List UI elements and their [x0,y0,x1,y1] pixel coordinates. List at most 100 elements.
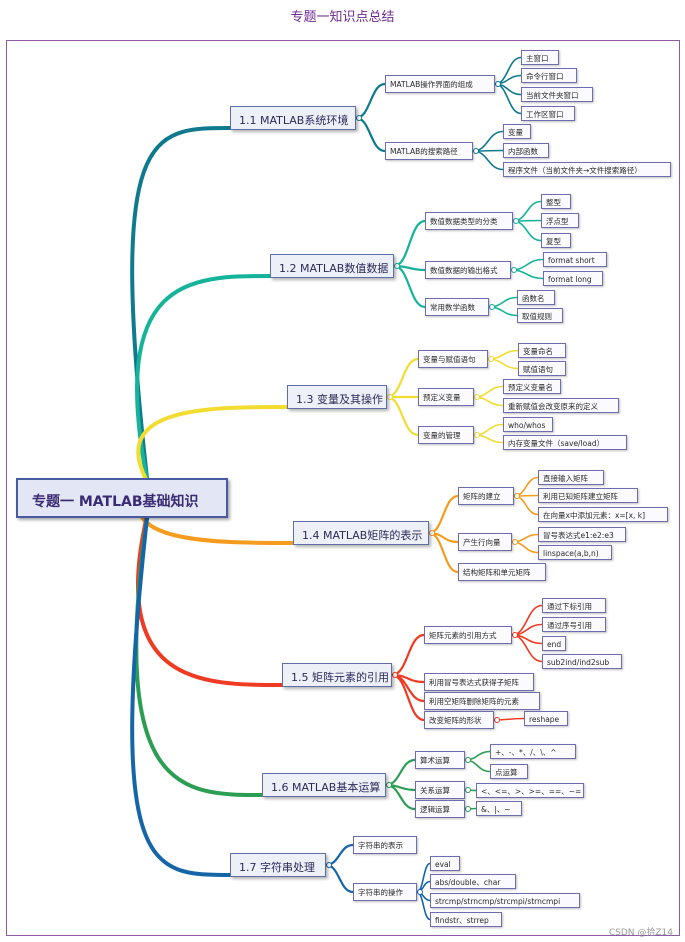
node-s1a1: 主窗口 [521,50,559,65]
node-s6a1: +、-、*、/、\、^ [490,744,576,759]
collapse-handle-s3c[interactable] [474,432,480,438]
connector-s2 [135,274,272,484]
node-s2b: 数值数据的输出格式 [425,261,511,279]
connector-s1b [354,116,387,153]
connector-s7a [324,843,355,867]
node-s1a4: 工作区窗口 [521,106,575,121]
node-s3a: 变量与赋值语句 [418,350,488,368]
watermark: CSDN @拾Z14 [608,928,673,938]
collapse-handle-s5d[interactable] [494,717,500,723]
connector-s2c [392,264,427,309]
collapse-handle-s4b[interactable] [512,539,518,545]
collapse-handle-s7[interactable] [326,862,332,868]
node-s5c: 利用空矩阵删除矩阵的元素 [424,692,540,710]
collapse-handle-s2c[interactable] [489,304,495,310]
connector-s2a1 [512,200,542,222]
node-s6a: 算术运算 [415,751,465,769]
node-s4: 1.4 MATLAB矩阵的表示 [293,521,429,545]
node-s2c: 常用数学函数 [425,298,489,316]
node-s6c: 逻辑运算 [415,800,465,818]
collapse-handle-s4a[interactable] [514,493,520,499]
mindmap-frame [6,40,680,936]
node-s2c2: 取值规则 [517,308,563,323]
node-s5b: 利用冒号表达式获得子矩阵 [424,673,534,691]
node-s5d: 改变矩阵的形状 [424,711,494,729]
connector-s7 [130,512,232,877]
node-s1: 1.1 MATLAB系统环境 [230,106,356,130]
node-s4a1: 直接输入矩阵 [538,470,604,485]
node-s5: 1.5 矩阵元素的引用 [282,663,392,687]
connector-s5a [390,633,426,677]
node-s2a2: 浮点型 [541,213,579,228]
node-s2a3: 复型 [541,233,571,248]
collapse-handle-s7b[interactable] [417,889,423,895]
node-s3a1: 变量命名 [518,343,566,358]
collapse-handle-s6c[interactable] [465,806,471,812]
node-s6b1: <、<=、>、>=、==、~= [476,783,584,798]
node-s1b1: 变量 [503,124,531,139]
node-s4c: 结构矩阵和单元矩阵 [458,563,546,581]
node-s6c1: &、|、~ [476,801,522,816]
collapse-handle-s3[interactable] [387,394,393,400]
collapse-handle-s6b[interactable] [465,787,471,793]
collapse-handle-s2a[interactable] [513,218,519,224]
collapse-handle-s2[interactable] [394,263,400,269]
connector-s1a [354,82,387,120]
collapse-handle-s1a[interactable] [495,81,501,87]
connector-s6a [384,758,417,787]
node-s7: 1.7 字符串处理 [230,853,326,877]
node-s4a3: 在向量x中添加元素：x=[x, k] [538,507,668,522]
collapse-handle-s3b[interactable] [474,394,480,400]
connector-s4a [427,494,460,535]
collapse-handle-s6a[interactable] [465,757,471,763]
node-s5a4: sub2ind/ind2sub [542,654,622,669]
node-s6b: 关系运算 [415,781,465,799]
collapse-handle-s6[interactable] [386,782,392,788]
connector-s2a3 [512,220,542,242]
connector-s3c [385,395,420,437]
node-s2b1: format short [543,252,607,267]
node-s7a: 字符串的表示 [353,836,417,854]
connector-s2a [392,219,427,268]
node-s3c: 变量的管理 [418,426,474,444]
collapse-handle-s2b[interactable] [511,267,517,273]
node-s4a2: 利用已知矩阵建立矩阵 [538,488,638,503]
node-s7b4: findstr、strrep [430,912,502,927]
node-s1b: MATLAB的搜索路径 [385,142,473,160]
node-s7b: 字符串的操作 [353,883,417,901]
node-s3c1: who/whos [503,417,553,432]
node-s2a: 数值数据类型的分类 [425,212,513,230]
node-s3b1: 预定义变量名 [503,379,561,394]
node-s1b3: 程序文件（当前文件夹→文件搜索路径） [503,162,671,177]
collapse-handle-s5[interactable] [392,672,398,678]
collapse-handle-s4[interactable] [429,530,435,536]
node-s5a: 矩阵元素的引用方式 [424,626,512,644]
connector-s1 [130,126,232,484]
node-s2: 1.2 MATLAB数值数据 [270,254,394,278]
node-s1a: MATLAB操作界面的组成 [385,75,495,93]
node-s6a2: 点运算 [490,764,528,779]
collapse-handle-s1b[interactable] [473,148,479,154]
node-s3: 1.3 变量及其操作 [287,385,387,409]
node-s7b2: abs/double、char [430,874,516,889]
node-s2b2: format long [543,271,603,286]
node-s5a1: 通过下标引用 [542,598,606,613]
node-s5a3: end [542,636,566,651]
node-s4b2: linspace(a,b,n) [538,545,612,560]
node-s4b1: 冒号表达式e1:e2:e3 [538,527,626,542]
connector-s4c [427,531,460,574]
collapse-handle-s5a[interactable] [512,632,518,638]
node-s5a2: 通过序号引用 [542,617,606,632]
node-s7b1: eval [430,856,460,871]
collapse-handle-s3a[interactable] [488,356,494,362]
node-s7b3: strcmp/strncmp/strcmpi/strncmpi [430,893,580,908]
collapse-handle-s1[interactable] [356,115,362,121]
node-s2a1: 整型 [541,194,571,209]
node-s4b: 产生行向量 [458,533,512,551]
node-s1a3: 当前文件夹窗口 [521,87,593,102]
connector-s3a [385,357,420,399]
node-root: 专题一 MATLAB基础知识 [16,478,228,518]
node-s1b2: 内部函数 [503,143,549,158]
node-s3b2: 重新赋值会改变原来的定义 [503,398,619,413]
connector-s7b [324,863,355,894]
